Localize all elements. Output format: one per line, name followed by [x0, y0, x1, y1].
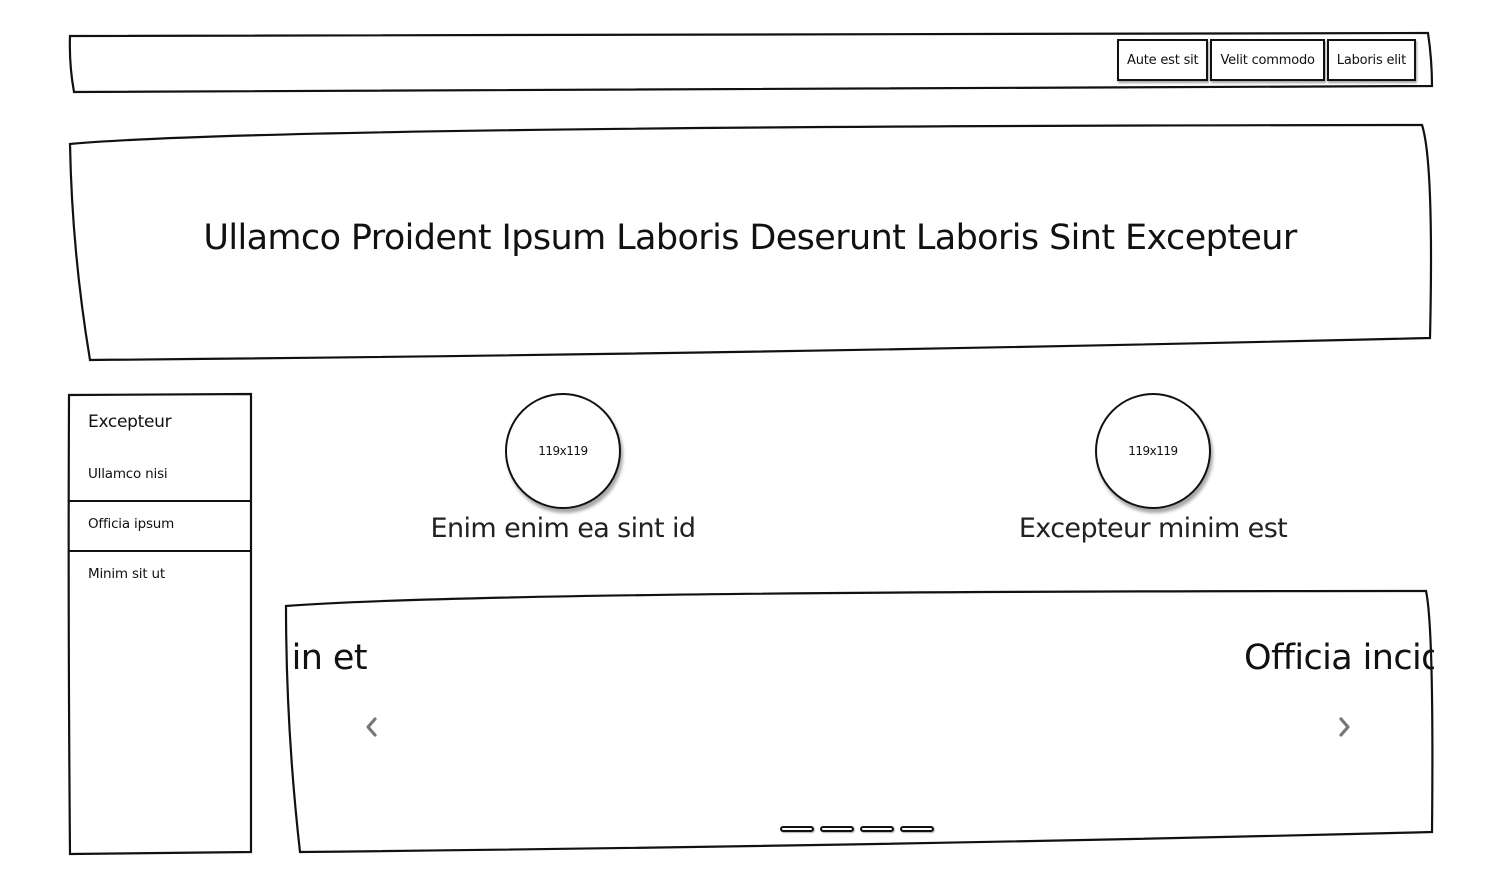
carousel-indicator-4[interactable]: [900, 826, 934, 832]
image-placeholder-circle: 119x119: [505, 393, 621, 509]
feature-card-1: 119x119 Enim enim ea sint id: [383, 393, 743, 544]
feature-card-2: 119x119 Excepteur minim est: [973, 393, 1333, 544]
hero-banner: Ullamco Proident Ipsum Laboris Deserunt …: [66, 122, 1434, 364]
sidebar-title: Excepteur: [88, 412, 172, 432]
slide-text-previous: t in et: [282, 638, 368, 678]
sidebar-item-minim-sit-ut[interactable]: Minim sit ut: [88, 566, 165, 582]
carousel-prev-button[interactable]: [356, 712, 386, 742]
feature-caption: Enim enim ea sint id: [430, 513, 697, 544]
carousel-frame: [284, 589, 1434, 854]
top-navbar: Aute est sit Velit commodo Laboris elit: [66, 30, 1434, 94]
nav-button-aute-est-sit[interactable]: Aute est sit: [1117, 39, 1209, 81]
chevron-left-icon: [366, 717, 377, 737]
nav-button-velit-commodo[interactable]: Velit commodo: [1210, 39, 1325, 81]
chevron-right-icon: [1339, 717, 1350, 737]
image-placeholder-circle: 119x119: [1095, 393, 1211, 509]
carousel-indicator-3[interactable]: [860, 826, 894, 832]
carousel-indicator-2[interactable]: [820, 826, 854, 832]
carousel-next-button[interactable]: [1330, 712, 1360, 742]
sidebar: Excepteur Ullamco nisi Officia ipsum Min…: [66, 392, 254, 856]
hero-title: Ullamco Proident Ipsum Laboris Deserunt …: [203, 218, 1297, 258]
sidebar-item-ullamco-nisi[interactable]: Ullamco nisi: [69, 452, 251, 502]
carousel: t in et Officia incidi: [282, 588, 1434, 854]
feature-caption: Excepteur minim est: [1018, 513, 1288, 544]
carousel-indicators: [780, 826, 934, 832]
sidebar-item-officia-ipsum[interactable]: Officia ipsum: [69, 502, 251, 552]
slide-text-next: Officia incidi: [1244, 638, 1434, 678]
carousel-indicator-1[interactable]: [780, 826, 814, 832]
nav-button-laboris-elit[interactable]: Laboris elit: [1326, 39, 1416, 81]
